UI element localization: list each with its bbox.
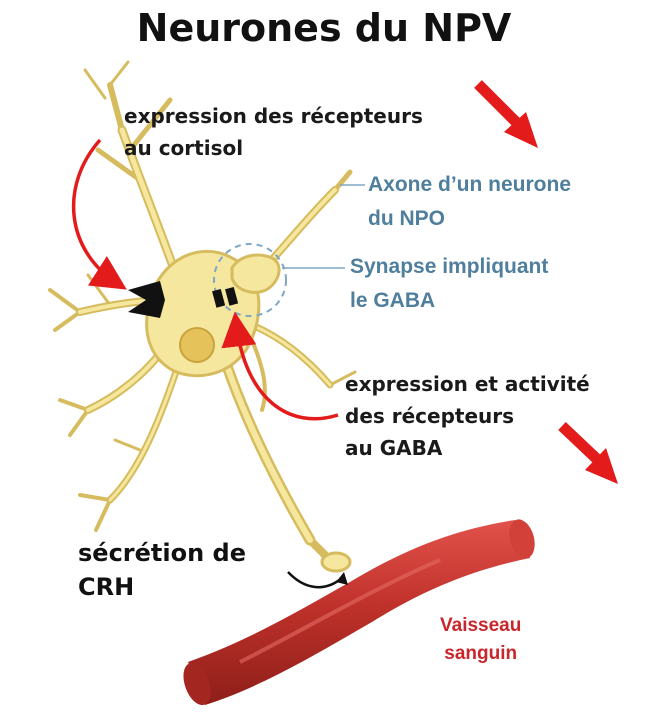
- secretion-arrow: [288, 572, 342, 587]
- presynaptic-bouton: [232, 255, 279, 292]
- label-line: le GABA: [350, 284, 548, 318]
- label-line: sécrétion de: [78, 536, 246, 570]
- secretion-arrow-head: [336, 572, 348, 585]
- label-line: au cortisol: [124, 132, 423, 164]
- label-gaba-receptors: expression et activité des récepteurs au…: [345, 368, 590, 464]
- label-blood-vessel: Vaisseau sanguin: [440, 612, 521, 668]
- decrease-arrow-icon: [478, 84, 538, 148]
- nucleus: [180, 328, 214, 362]
- label-axon-npo: Axone d’un neurone du NPO: [368, 168, 571, 236]
- axon-terminal-vessel: [322, 553, 350, 571]
- label-line: du NPO: [368, 202, 571, 236]
- label-line: au GABA: [345, 432, 590, 464]
- label-line: expression des récepteurs: [124, 100, 423, 132]
- label-crh-secretion: sécrétion de CRH: [78, 536, 246, 604]
- label-line: Synapse impliquant: [350, 250, 548, 284]
- label-line: CRH: [78, 570, 246, 604]
- label-line: des récepteurs: [345, 400, 590, 432]
- label-line: expression et activité: [345, 368, 590, 400]
- label-line: sanguin: [440, 640, 521, 668]
- label-synapse-gaba: Synapse impliquant le GABA: [350, 250, 548, 318]
- label-line: Vaisseau: [440, 612, 521, 640]
- label-cortisol-receptors: expression des récepteurs au cortisol: [124, 100, 423, 164]
- label-line: Axone d’un neurone: [368, 168, 571, 202]
- diagram-title: Neurones du NPV: [0, 6, 648, 50]
